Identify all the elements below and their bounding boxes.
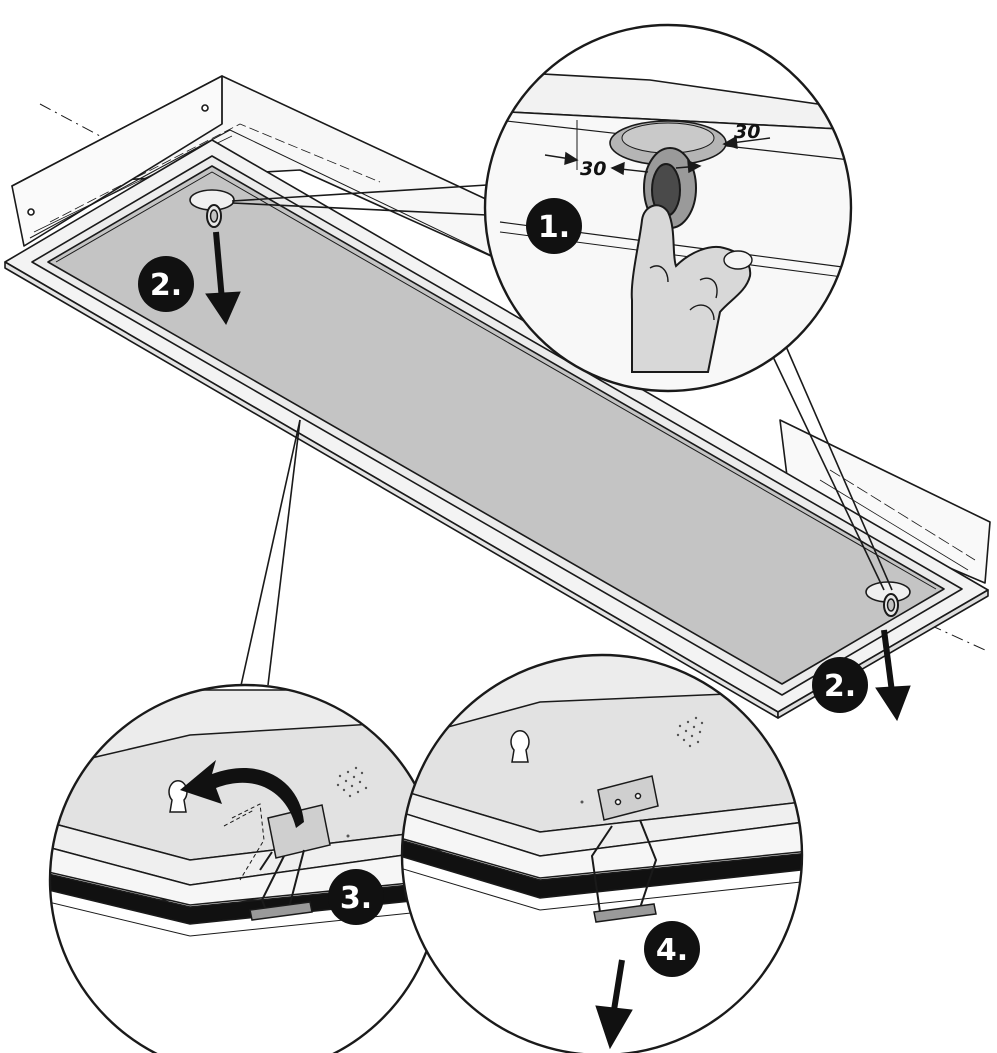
axis-line-left bbox=[39, 103, 101, 137]
diffuser-panel bbox=[47, 165, 945, 685]
svg-text:4.: 4. bbox=[656, 933, 688, 968]
axis-line-right bbox=[929, 624, 986, 651]
arrow-down-right bbox=[875, 629, 911, 722]
vent-dots bbox=[580, 716, 704, 804]
svg-text:1.: 1. bbox=[538, 210, 570, 245]
keyhole-icon bbox=[510, 730, 530, 763]
svg-text:3.: 3. bbox=[340, 881, 372, 916]
inset-ring-detail: 30 30 bbox=[483, 23, 853, 393]
spring-clip-icon bbox=[223, 803, 331, 921]
svg-text:2.: 2. bbox=[824, 669, 856, 704]
housing-hole-icon bbox=[201, 104, 209, 112]
arrow-down-pull bbox=[595, 959, 633, 1050]
callout-leaders bbox=[231, 184, 893, 691]
step-badge-2-left: 2. bbox=[138, 256, 194, 312]
step-badge-4: 4. bbox=[644, 921, 700, 977]
dimension-label-right: 30 bbox=[734, 121, 760, 143]
inset-clip-pull bbox=[400, 653, 804, 1053]
step-badge-1: 1. bbox=[526, 198, 582, 254]
svg-text:2.: 2. bbox=[150, 268, 182, 303]
inset-border bbox=[400, 653, 804, 1053]
dimension-lines bbox=[544, 120, 771, 176]
inset-border bbox=[483, 23, 853, 393]
step-badge-3: 3. bbox=[328, 869, 384, 925]
inset-clip-release bbox=[48, 683, 442, 1053]
vent-dots bbox=[336, 766, 368, 838]
curved-arrow-icon bbox=[180, 760, 304, 828]
spring-clip-icon bbox=[590, 775, 659, 923]
dimension-label-left: 30 bbox=[580, 158, 606, 180]
keyhole-icon bbox=[168, 780, 188, 813]
arrow-down-left bbox=[205, 231, 241, 326]
housing-hole-icon bbox=[27, 208, 35, 216]
luminaire bbox=[4, 75, 991, 719]
step-badge-2-right: 2. bbox=[812, 657, 868, 713]
ring-fixture-left bbox=[189, 189, 235, 228]
hand-icon bbox=[630, 204, 752, 373]
